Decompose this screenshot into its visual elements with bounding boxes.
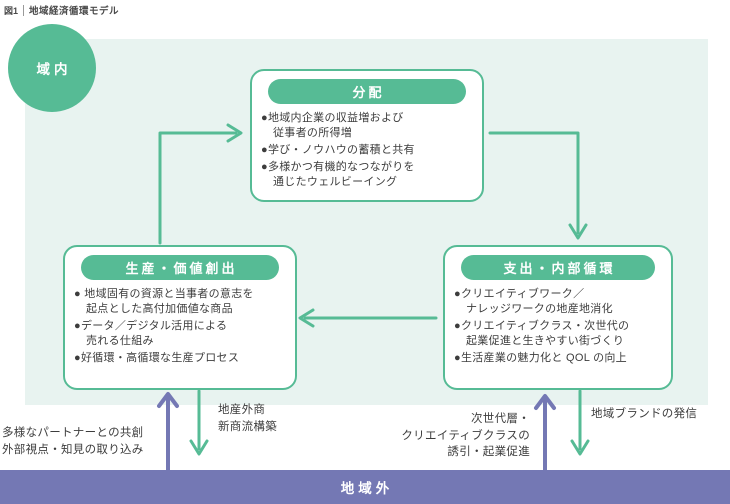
box-expenditure-title-pill: 支出・内部循環	[461, 255, 655, 280]
box-expenditure-bullets: ●クリエイティブワーク／ ナレッジワークの地産地消化 ●クリエイティブクラス・次…	[451, 287, 665, 366]
label-line: 外部視点・知見の取り込み	[2, 444, 144, 456]
arrow-outside-to-production	[157, 392, 179, 472]
box-distribution-bullets: ●地域内企業の収益増および 従事者の所得増 ●学び・ノウハウの蓄積と共有 ●多様…	[258, 111, 476, 190]
bullet-line: ●学び・ノウハウの蓄積と共有	[261, 144, 415, 156]
bullet-line: ●好循環・高循環な生産プロセス	[74, 352, 240, 364]
inner-region-label: 域内	[36, 62, 72, 77]
box-distribution-title: 分配	[352, 85, 385, 100]
bullet-line: 起業促進と生きやすい街づくり	[466, 335, 625, 347]
bullet-line: ナレッジワークの地産地消化	[466, 303, 613, 315]
box-production-title-pill: 生産・価値創出	[81, 255, 279, 280]
inner-region-circle: 域内	[8, 24, 96, 112]
label-line: 地域ブランドの発信	[591, 408, 698, 420]
bullet-line: 従事者の所得増	[273, 127, 353, 139]
figure-label: 図1	[4, 5, 19, 16]
box-distribution-title-pill: 分配	[268, 79, 466, 104]
outer-region-label: 地域外	[340, 481, 394, 496]
bullet-line: ●クリエイティブワーク／	[454, 288, 585, 300]
label-export-right: 地域ブランドの発信	[591, 406, 697, 423]
label-import-left: 多様なパートナーとの共創 外部視点・知見の取り込み	[2, 425, 144, 459]
bullet-line: ●クリエイティブクラス・次世代の	[454, 320, 630, 332]
box-expenditure: 支出・内部循環 ●クリエイティブワーク／ ナレッジワークの地産地消化 ●クリエイ…	[443, 245, 673, 390]
bullet-line: ● 地域固有の資源と当事者の意志を	[74, 288, 254, 300]
label-line: 地産外商	[218, 404, 266, 416]
arrow-outside-to-expenditure	[534, 394, 556, 472]
box-production-title: 生産・価値創出	[125, 261, 238, 276]
bullet-line: 起点とした高付加価値な商品	[86, 303, 233, 315]
bullet-line: ●多様かつ有機的なつながりを	[261, 161, 415, 173]
bullet-line: ●地域内企業の収益増および	[261, 112, 404, 124]
bullet-line: 売れる仕組み	[86, 335, 154, 347]
box-expenditure-title: 支出・内部循環	[503, 261, 616, 276]
box-distribution: 分配 ●地域内企業の収益増および 従事者の所得増 ●学び・ノウハウの蓄積と共有 …	[250, 69, 484, 202]
label-export-left: 地産外商 新商流構築	[218, 402, 277, 436]
figure-header: 図1 地域経済循環モデル	[4, 3, 119, 17]
bullet-line: 通じたウェルビーイング	[273, 176, 398, 188]
figure-title: 地域経済循環モデル	[29, 6, 120, 17]
label-line: クリエイティブクラスの	[401, 429, 530, 442]
bullet-line: ●データ／デジタル活用による	[74, 320, 228, 332]
outer-region-bar: 地域外	[0, 470, 730, 504]
box-production: 生産・価値創出 ● 地域固有の資源と当事者の意志を 起点とした高付加価値な商品 …	[63, 245, 297, 390]
label-import-right: 次世代層・ クリエイティブクラスの 誘引・起業促進	[328, 411, 530, 461]
figure-title-divider	[23, 4, 25, 16]
box-production-bullets: ● 地域固有の資源と当事者の意志を 起点とした高付加価値な商品 ●データ／デジタ…	[71, 287, 289, 366]
bullet-line: ●生活産業の魅力化と QOL の向上	[454, 352, 627, 364]
label-line: 多様なパートナーとの共創	[2, 427, 144, 439]
label-line: 新商流構築	[218, 421, 277, 433]
label-line: 次世代層・	[471, 413, 530, 425]
label-line: 誘引・起業促進	[447, 446, 530, 458]
